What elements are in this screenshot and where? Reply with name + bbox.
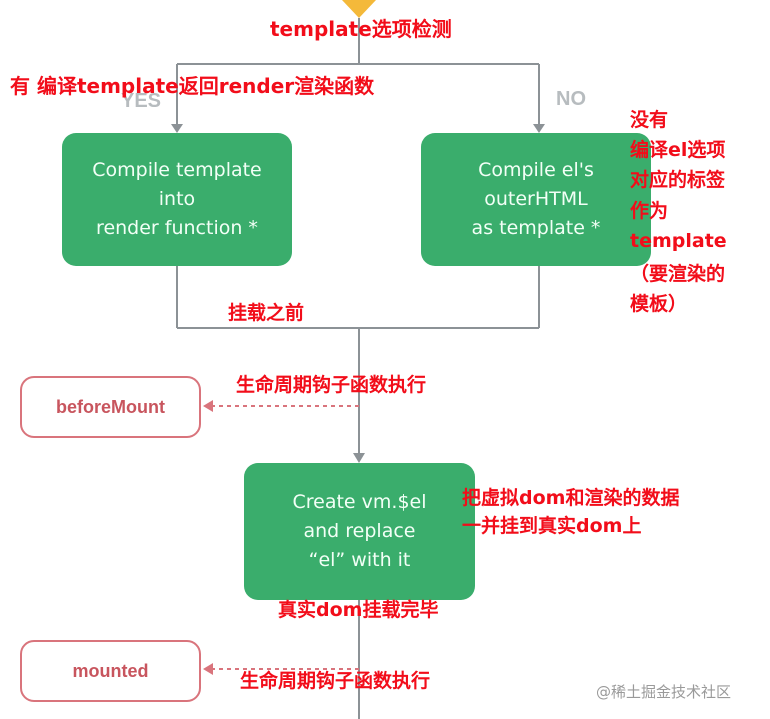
replace-line: 一并挂到真实dom上 bbox=[462, 515, 642, 537]
yes-arrow-head bbox=[171, 124, 183, 133]
has-template-annotation: 有 编译template返回render渲染函数 bbox=[10, 74, 375, 98]
no-label: NO bbox=[556, 88, 586, 110]
mounted-hook: mounted bbox=[20, 640, 201, 702]
no-template-line: （要渲染的 bbox=[630, 263, 726, 285]
replace-line: 把虚拟dom和渲染的数据 bbox=[462, 487, 680, 509]
no-template-line: 对应的标签 bbox=[630, 169, 726, 191]
compile-el-box: Compile el's outerHTML as template * bbox=[421, 133, 651, 266]
yes-label: YES bbox=[121, 90, 162, 112]
no-template-line: 模板） bbox=[630, 293, 688, 315]
watermark-text: @稀土掘金技术社区 bbox=[596, 683, 732, 701]
hook-exec-annotation-1: 生命周期钩子函数执行 bbox=[236, 374, 427, 396]
no-template-line: 编译el选项 bbox=[630, 139, 726, 161]
no-arrow-head bbox=[533, 124, 545, 133]
no-template-line: 没有 bbox=[630, 109, 669, 131]
top-arrow-head bbox=[342, 0, 376, 18]
no-template-line: 作为 bbox=[630, 200, 669, 222]
hook-exec-annotation-2: 生命周期钩子函数执行 bbox=[240, 670, 431, 692]
before-mount-arrow-head bbox=[203, 400, 213, 412]
create-arrow-head bbox=[353, 453, 365, 463]
no-template-line: template bbox=[630, 230, 727, 252]
compile-template-box: Compile template into render function * bbox=[62, 133, 292, 266]
before-mount-stage-annotation: 挂载之前 bbox=[228, 302, 305, 324]
template-check-annotation: template选项检测 bbox=[270, 17, 452, 41]
create-vm-box: Create vm.$el and replace “el” with it bbox=[244, 463, 475, 600]
before-mount-hook: beforeMount bbox=[20, 376, 201, 438]
mounted-done-annotation: 真实dom挂载完毕 bbox=[278, 599, 439, 621]
mounted-arrow-head bbox=[203, 663, 213, 675]
